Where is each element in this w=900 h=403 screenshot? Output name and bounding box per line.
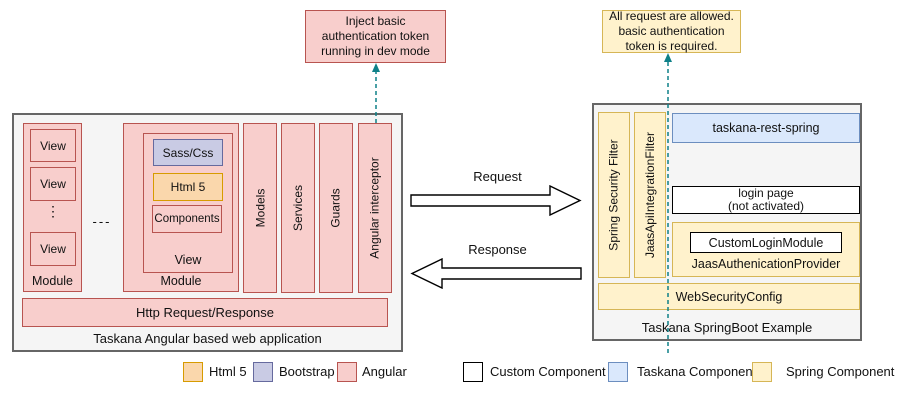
springboot-title: Taskana SpringBoot Example	[641, 320, 813, 335]
response-arrow	[410, 258, 582, 289]
module1-view2: View	[30, 167, 76, 201]
legend-label-custom: Custom Component	[490, 364, 606, 379]
web-security-config-bar: WebSecurityConfig	[598, 283, 860, 310]
module1-view1: View	[30, 129, 76, 162]
module2-label: Module	[160, 274, 202, 288]
services-bar-label: Services	[291, 184, 306, 232]
services-bar: Services	[281, 123, 315, 293]
models-bar-label: Models	[253, 188, 267, 228]
dev-note-arrowhead	[372, 63, 380, 72]
module1-label: Module	[32, 274, 73, 288]
legend-label-bootstrap: Bootstrap	[279, 364, 335, 379]
response-label: Response	[468, 242, 527, 257]
guards-bar-label: Guards	[329, 188, 344, 228]
angular-interceptor-bar: Angular interceptor	[358, 123, 392, 293]
legend-label-taskana: Taskana Component	[637, 364, 757, 379]
taskana-rest-spring-box: taskana-rest-spring	[672, 113, 860, 143]
auth-required-note: All request are allowed. basic authentic…	[602, 9, 741, 53]
request-label: Request	[473, 169, 522, 184]
html5-box: Html 5	[153, 173, 223, 201]
module2-view-label: View	[174, 253, 202, 267]
jaas-api-integration-filter-label: JaasApiIntegrationFilter	[643, 131, 658, 259]
legend-swatch-taskana	[608, 362, 628, 382]
auth-note-arrowhead	[664, 53, 672, 62]
components-box: Components	[152, 205, 222, 233]
legend-swatch-html5	[183, 362, 203, 382]
jaas-authentication-provider-label: JaasAuthenicationProvider	[691, 257, 841, 271]
legend-swatch-angular	[337, 362, 357, 382]
angular-interceptor-bar-label: Angular interceptor	[368, 157, 383, 259]
sass-css-box: Sass/Css	[153, 139, 223, 166]
module1-view3: View	[30, 232, 76, 266]
legend-swatch-custom	[463, 362, 483, 382]
login-page-line1: login page	[738, 186, 794, 200]
modules-ellipsis: ---	[92, 214, 112, 229]
login-page-box: login page (not activated)	[672, 186, 860, 214]
jaas-api-integration-filter-bar: JaasApiIntegrationFilter	[634, 112, 666, 278]
spring-security-filter-bar: Spring Security Filter	[598, 112, 630, 278]
legend-label-spring: Spring Component	[786, 364, 895, 379]
login-page-line2: (not activated)	[727, 199, 805, 213]
legend-swatch-bootstrap	[253, 362, 273, 382]
models-bar: Models	[243, 123, 277, 293]
custom-login-module-box: CustomLoginModule	[690, 232, 842, 253]
legend-swatch-spring	[752, 362, 772, 382]
legend-label-html5: Html 5	[209, 364, 247, 379]
angular-app-title: Taskana Angular based web application	[93, 331, 322, 346]
http-request-response-bar: Http Request/Response	[22, 298, 388, 327]
legend-label-angular: Angular	[362, 364, 407, 379]
spring-security-filter-label: Spring Security Filter	[607, 139, 621, 251]
module1-vertical-dots: ⋮	[46, 203, 60, 219]
guards-bar: Guards	[319, 123, 353, 293]
dev-mode-note: Inject basic authentication token runnin…	[305, 10, 446, 63]
request-arrow	[410, 185, 582, 216]
